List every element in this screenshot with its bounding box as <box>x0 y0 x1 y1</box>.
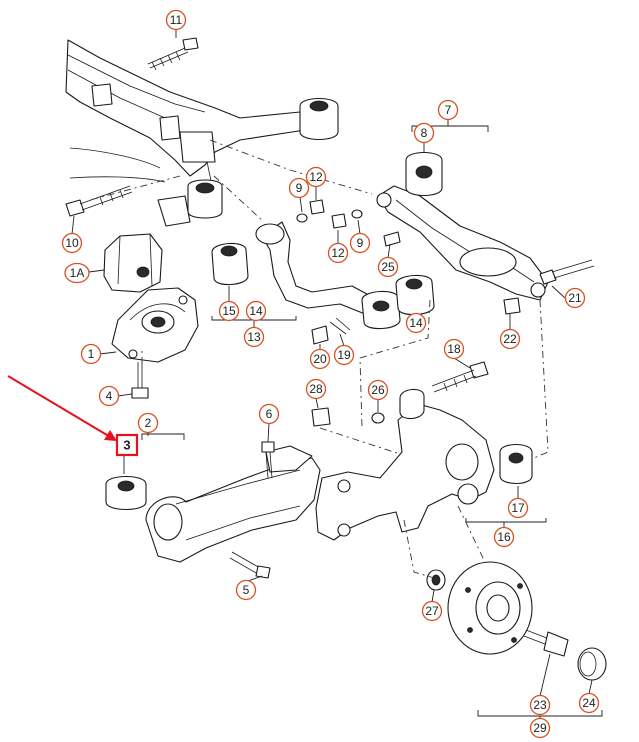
callout-18[interactable]: 18 <box>443 338 465 360</box>
callout-18-label: 18 <box>447 342 461 356</box>
callout-29[interactable]: 29 <box>529 717 551 739</box>
highlight-label: 3 <box>123 438 130 453</box>
callout-5[interactable]: 5 <box>235 579 257 601</box>
callout-8[interactable]: 8 <box>413 122 435 144</box>
callout-19-label: 19 <box>337 348 351 362</box>
callout-11[interactable]: 11 <box>165 9 187 31</box>
callout-12-second-label: 12 <box>331 246 345 260</box>
callout-28-label: 28 <box>309 382 323 396</box>
callout-10[interactable]: 10 <box>61 232 83 254</box>
highlight-arrow <box>7 375 113 439</box>
callout-25-label: 25 <box>381 260 395 274</box>
wheel-hub-29 <box>447 561 533 655</box>
callout-13[interactable]: 13 <box>243 326 265 348</box>
mount-1a <box>103 233 163 293</box>
highlight-part-3[interactable]: 3 <box>7 375 139 457</box>
callout-4[interactable]: 4 <box>98 385 120 407</box>
callout-12[interactable]: 12 <box>305 166 327 188</box>
upper-arm-13 <box>211 221 401 330</box>
callout-9[interactable]: 9 <box>288 177 310 199</box>
callout-22-label: 22 <box>503 332 517 346</box>
callout-23[interactable]: 23 <box>529 694 551 716</box>
callout-6-label: 6 <box>266 407 273 421</box>
wishbone-7 <box>376 185 549 301</box>
bolt-10 <box>65 185 133 217</box>
callout-15[interactable]: 15 <box>218 300 240 322</box>
group-brackets <box>141 125 603 717</box>
callout-5-label: 5 <box>243 583 250 597</box>
highlight-arrow-head-icon <box>104 430 117 441</box>
bushing-3 <box>105 475 147 511</box>
callout-12-label: 12 <box>309 170 323 184</box>
callout-27-label: 27 <box>425 604 439 618</box>
callout-17-label: 17 <box>511 501 525 515</box>
callout-1-label: 1 <box>88 347 95 361</box>
bolt-11 <box>147 37 199 71</box>
callouts: 11 7 8 9 12 10 12 9 <box>61 9 600 739</box>
assembly-lines <box>89 139 549 579</box>
bushing-8 <box>405 151 443 197</box>
ring-27 <box>426 569 446 591</box>
callout-28[interactable]: 28 <box>305 378 327 400</box>
callout-7-label: 7 <box>445 103 452 117</box>
callout-25[interactable]: 25 <box>377 256 399 278</box>
callout-11-label: 11 <box>170 13 183 27</box>
callout-21[interactable]: 21 <box>564 287 586 309</box>
callout-26[interactable]: 26 <box>367 379 389 401</box>
callout-20[interactable]: 20 <box>309 348 331 370</box>
callout-29-label: 29 <box>533 721 547 735</box>
callout-13-label: 13 <box>247 330 261 344</box>
callout-4-label: 4 <box>106 389 113 403</box>
callout-1[interactable]: 1 <box>80 343 102 365</box>
bolt-6 <box>261 441 275 479</box>
bolt-5 <box>229 551 271 579</box>
highlight-box <box>115 433 139 457</box>
callout-14[interactable]: 14 <box>245 300 267 322</box>
callout-9-second[interactable]: 9 <box>349 232 371 254</box>
callout-16[interactable]: 16 <box>493 526 515 548</box>
callout-24-label: 24 <box>582 696 596 710</box>
callout-22[interactable]: 22 <box>499 328 521 350</box>
bolt-4 <box>131 362 149 399</box>
callout-8-label: 8 <box>421 126 428 140</box>
callout-14-second-label: 14 <box>409 316 423 330</box>
callout-14-label: 14 <box>249 304 263 318</box>
callout-9-label: 9 <box>296 181 303 195</box>
callout-10-label: 10 <box>65 236 79 250</box>
callout-14-second[interactable]: 14 <box>405 312 427 334</box>
callout-1a-label: 1A <box>70 266 85 280</box>
callout-9-second-label: 9 <box>357 236 364 250</box>
callout-1a[interactable]: 1A <box>64 262 90 284</box>
rear-subframe <box>65 39 339 227</box>
callout-20-label: 20 <box>313 352 327 366</box>
small-fasteners <box>296 199 595 427</box>
callout-12-second[interactable]: 12 <box>327 242 349 264</box>
callout-27[interactable]: 27 <box>421 600 443 622</box>
callout-16-label: 16 <box>497 530 511 544</box>
hub-bolt-23 <box>523 629 569 657</box>
callout-6[interactable]: 6 <box>258 403 280 425</box>
callout-2[interactable]: 2 <box>137 412 159 434</box>
bolt-18 <box>431 361 489 393</box>
callout-23-label: 23 <box>533 698 547 712</box>
callout-7[interactable]: 7 <box>437 99 459 121</box>
dust-cap-24 <box>577 647 607 681</box>
wheel-knuckle-16 <box>315 388 495 541</box>
callout-15-label: 15 <box>222 304 236 318</box>
trailing-arm-2 <box>145 445 321 563</box>
callout-26-label: 26 <box>371 383 385 397</box>
callout-24[interactable]: 24 <box>578 692 600 714</box>
bushing-17 <box>499 443 533 485</box>
bracket-1 <box>111 287 199 363</box>
callout-19[interactable]: 19 <box>333 344 355 366</box>
bushing-14 <box>395 274 435 316</box>
callout-2-label: 2 <box>145 416 152 430</box>
callout-17[interactable]: 17 <box>507 497 529 519</box>
callout-21-label: 21 <box>568 291 582 305</box>
